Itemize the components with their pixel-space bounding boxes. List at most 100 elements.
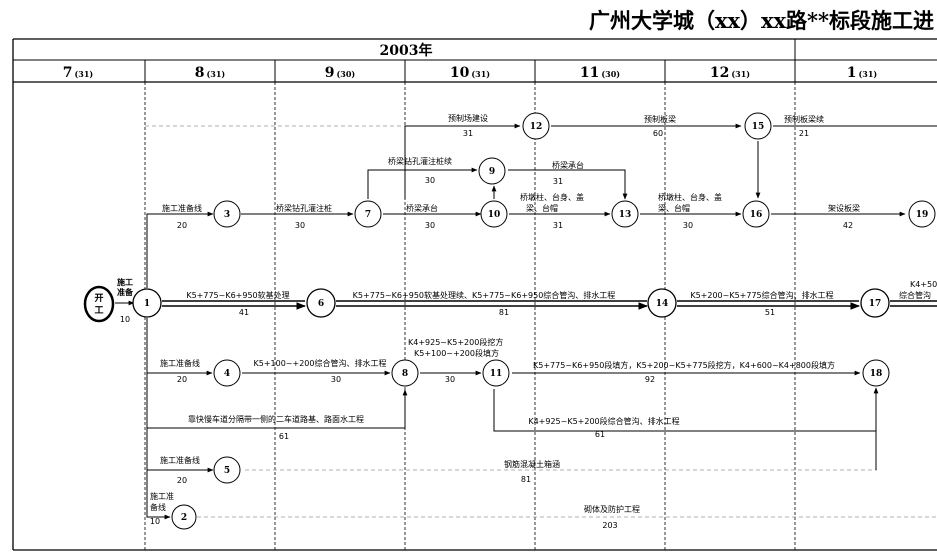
svg-text:工: 工	[94, 305, 103, 316]
node-17: 17	[860, 288, 890, 318]
node-5: 5	[213, 456, 241, 484]
svg-text:1: 1	[144, 299, 150, 309]
svg-text:施工: 施工	[117, 277, 133, 287]
svg-text:4: 4	[224, 369, 230, 379]
month-9: 9(30)	[325, 65, 356, 81]
event-nodes: 1 2 3 4 5 6 7 8 9 10 11 12 13 14 15 16 1…	[132, 112, 936, 530]
svg-text:施工准备线: 施工准备线	[162, 203, 202, 213]
month-10: 10(31)	[450, 65, 490, 81]
svg-text:桥墩柱、台身、盖: 桥墩柱、台身、盖	[658, 192, 722, 202]
svg-text:15: 15	[752, 122, 765, 132]
node-11: 11	[482, 359, 510, 387]
node-6: 6	[306, 288, 336, 318]
svg-text:17: 17	[869, 299, 882, 309]
svg-text:施工准: 施工准	[150, 491, 174, 501]
svg-text:30: 30	[295, 221, 305, 230]
svg-text:施工准备线: 施工准备线	[160, 358, 200, 368]
svg-text:42: 42	[843, 221, 853, 230]
month-1: 1(31)	[847, 65, 878, 81]
svg-text:综合管沟: 综合管沟	[899, 290, 931, 300]
svg-text:钢筋混凝土箱涵: 钢筋混凝土箱涵	[504, 459, 560, 469]
svg-text:61: 61	[595, 430, 605, 439]
svg-text:K5+100~+200综合管沟、排水工程: K5+100~+200综合管沟、排水工程	[254, 358, 387, 368]
node-18: 18	[862, 359, 890, 387]
svg-text:203: 203	[602, 521, 617, 530]
svg-text:桥梁钻孔灌注桩: 桥梁钻孔灌注桩	[276, 203, 332, 213]
svg-text:9: 9	[489, 167, 495, 177]
svg-text:16: 16	[750, 210, 763, 220]
svg-text:桥梁承台: 桥梁承台	[552, 160, 584, 170]
svg-text:10: 10	[488, 210, 501, 220]
svg-text:预制板梁: 预制板梁	[644, 114, 676, 124]
svg-text:41: 41	[239, 308, 249, 317]
svg-text:架设板梁: 架设板梁	[828, 203, 860, 213]
task-labels: 施工 准备 10 施工准备线 20 桥梁钻孔灌注桩 30 桥梁钻孔灌注桩续 30…	[117, 113, 937, 530]
svg-text:30: 30	[683, 221, 693, 230]
node-10: 10	[480, 200, 508, 228]
node-19: 19	[908, 200, 936, 228]
svg-text:30: 30	[445, 375, 455, 384]
svg-text:K4+925~K5+200段综合管沟、排水工程: K4+925~K5+200段综合管沟、排水工程	[528, 416, 679, 426]
svg-text:5: 5	[224, 466, 230, 476]
month-12: 12(31)	[710, 65, 750, 81]
node-12: 12	[522, 112, 550, 140]
svg-text:12: 12	[530, 122, 543, 132]
node-8: 8	[391, 359, 419, 387]
svg-text:桥梁承台: 桥梁承台	[406, 203, 438, 213]
node-16: 16	[742, 200, 770, 228]
svg-text:81: 81	[499, 308, 509, 317]
svg-text:7: 7	[365, 210, 371, 220]
timeline-header	[12, 38, 937, 551]
node-14: 14	[647, 288, 677, 318]
svg-text:13: 13	[619, 210, 632, 220]
svg-text:K4+50: K4+50	[910, 280, 937, 289]
svg-text:14: 14	[656, 299, 669, 309]
svg-text:2: 2	[181, 513, 187, 523]
svg-text:60: 60	[653, 129, 663, 138]
svg-text:K5+775~K6+950软基处理: K5+775~K6+950软基处理	[186, 290, 289, 300]
svg-text:11: 11	[490, 369, 503, 379]
node-1: 1	[132, 288, 162, 318]
svg-text:K5+775~K6+950段填方，K5+200~K5+775: K5+775~K6+950段填方，K5+200~K5+775段挖方，K4+600…	[533, 360, 835, 370]
month-7: 7(31)	[63, 65, 94, 81]
page-title: 广州大学城（xx）xx路**标段施工进	[589, 8, 934, 33]
svg-text:预制场建设: 预制场建设	[448, 113, 488, 123]
svg-text:梁、台帽: 梁、台帽	[526, 203, 558, 213]
svg-text:备线: 备线	[150, 502, 166, 512]
svg-text:21: 21	[799, 129, 809, 138]
svg-text:8: 8	[402, 369, 408, 379]
svg-text:19: 19	[916, 210, 929, 220]
node-2: 2	[171, 504, 197, 530]
activity-arrows	[115, 123, 937, 520]
svg-text:51: 51	[765, 308, 775, 317]
svg-text:6: 6	[318, 299, 324, 309]
svg-text:31: 31	[553, 221, 563, 230]
svg-text:10: 10	[150, 517, 160, 526]
node-13: 13	[611, 200, 639, 228]
svg-text:3: 3	[224, 210, 230, 220]
svg-text:31: 31	[553, 177, 563, 186]
node-4: 4	[213, 359, 241, 387]
node-7: 7	[354, 200, 382, 228]
svg-text:砌体及防护工程: 砌体及防护工程	[584, 504, 640, 514]
svg-text:K5+200~K5+775综合管沟、排水工程: K5+200~K5+775综合管沟、排水工程	[690, 290, 833, 300]
svg-text:31: 31	[463, 129, 473, 138]
svg-text:K4+925~K5+200段挖方: K4+925~K5+200段挖方	[408, 337, 503, 347]
svg-text:20: 20	[177, 221, 187, 230]
svg-text:20: 20	[177, 476, 187, 485]
svg-text:桥梁钻孔灌注桩续: 桥梁钻孔灌注桩续	[388, 156, 452, 166]
start-node: 开 工	[83, 285, 115, 323]
node-9: 9	[478, 157, 506, 185]
node-3: 3	[213, 200, 241, 228]
svg-text:开: 开	[94, 293, 103, 304]
svg-text:桥墩柱、台身、盖: 桥墩柱、台身、盖	[520, 192, 584, 202]
svg-text:20: 20	[177, 375, 187, 384]
svg-text:10: 10	[120, 315, 130, 324]
svg-text:30: 30	[425, 221, 435, 230]
svg-text:18: 18	[870, 369, 883, 379]
svg-text:准备: 准备	[117, 287, 134, 297]
svg-text:梁、台帽: 梁、台帽	[658, 203, 690, 213]
svg-text:30: 30	[425, 176, 435, 185]
